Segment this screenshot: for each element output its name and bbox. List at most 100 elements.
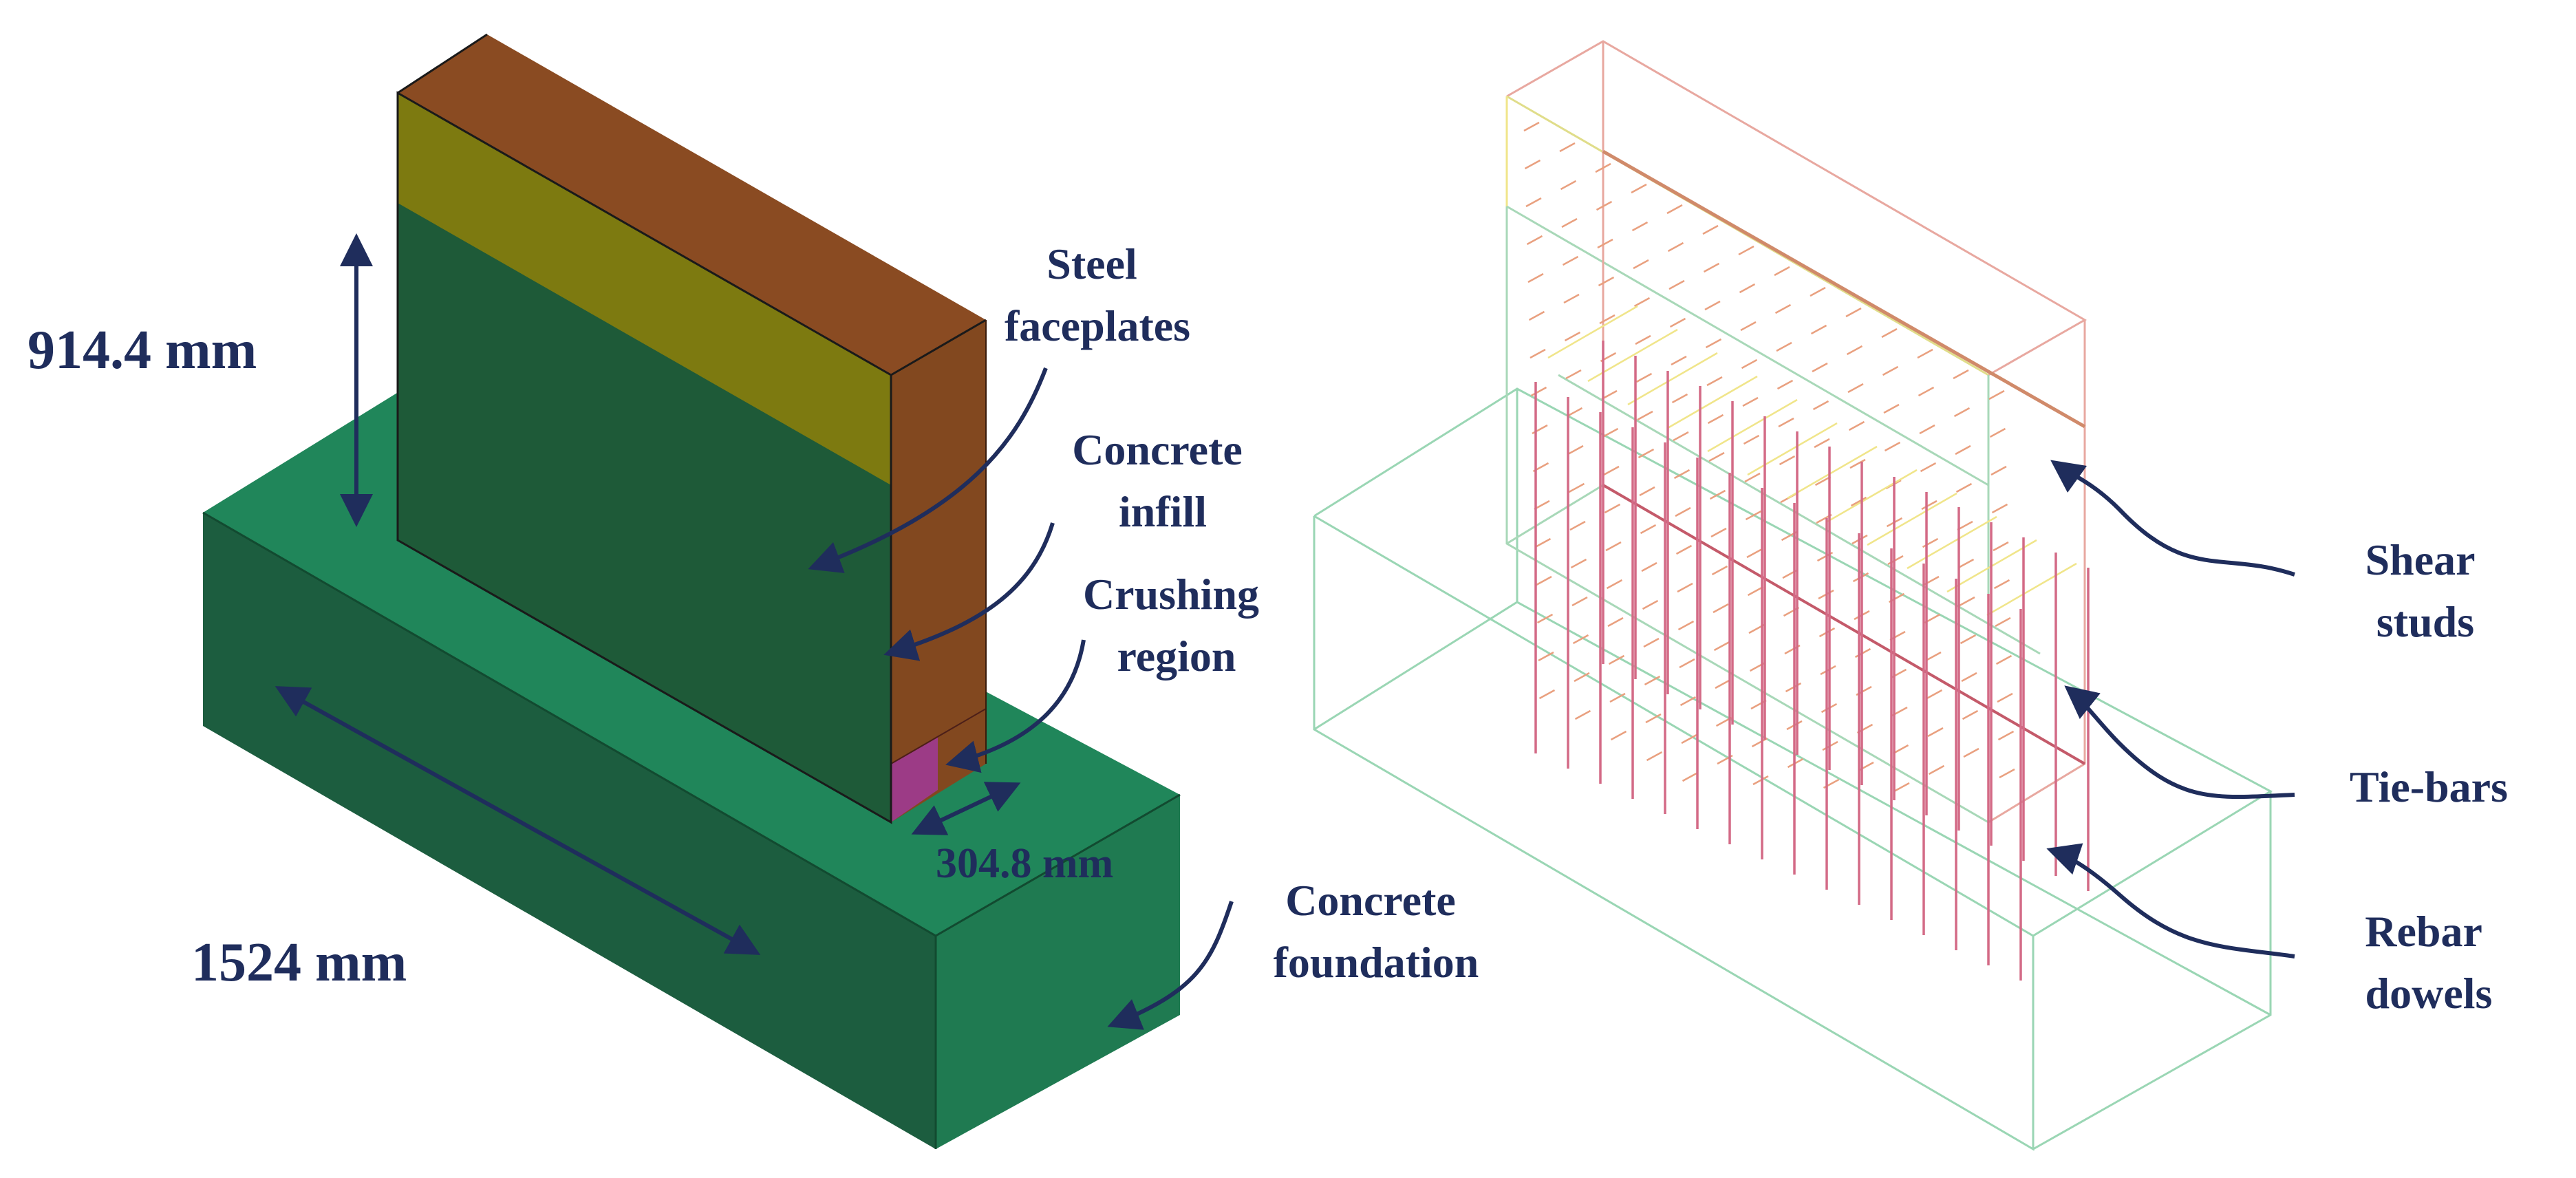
shear-stud xyxy=(1646,751,1663,762)
shear-stud xyxy=(1999,768,2015,779)
shear-stud xyxy=(1635,334,1651,345)
shear-stud xyxy=(1918,386,1935,397)
shear-stud xyxy=(1599,314,1616,325)
shear-stud xyxy=(1565,369,1582,380)
shear-stud xyxy=(1643,637,1660,648)
shear-stud xyxy=(1668,279,1685,290)
shear-stud xyxy=(1814,475,1832,486)
shear-stud xyxy=(1706,376,1723,387)
tie-bar xyxy=(1587,328,1678,383)
shear-stud xyxy=(1538,651,1554,662)
shear-stud xyxy=(1538,689,1556,700)
shear-stud xyxy=(1993,541,2009,552)
shear-stud xyxy=(1523,121,1540,132)
shear-stud xyxy=(1561,217,1578,228)
shear-stud xyxy=(1845,307,1862,318)
shear-stud xyxy=(1997,692,2013,703)
shear-stud xyxy=(1963,747,1979,758)
shear-stud xyxy=(1605,541,1622,552)
shear-stud xyxy=(1925,651,1942,662)
shear-stud xyxy=(1739,283,1756,294)
shear-stud xyxy=(1745,510,1762,521)
shear-stud xyxy=(1893,782,1910,793)
shear-stud xyxy=(1710,527,1727,538)
shear-stud xyxy=(1927,727,1944,738)
shear-stud xyxy=(1610,730,1627,741)
shear-stud xyxy=(1814,438,1830,449)
shear-stud xyxy=(1919,424,1935,435)
shear-stud xyxy=(1820,665,1836,676)
shear-stud xyxy=(1669,317,1686,328)
concrete-foundation-leader xyxy=(1107,901,1234,1030)
shear-stud xyxy=(1955,445,1971,456)
tie-bars-leader xyxy=(2064,685,2295,800)
shear-stud xyxy=(1642,599,1659,610)
shear-stud xyxy=(1677,620,1695,631)
thickness-dimension-arrow xyxy=(911,782,1021,835)
tie-bar xyxy=(1787,445,1878,500)
shear-stud xyxy=(1560,180,1577,191)
concrete-infill-leader xyxy=(883,522,1055,661)
shear-stud xyxy=(1922,537,1939,548)
tie-bar xyxy=(1907,515,1997,570)
shear-stud xyxy=(1921,500,1938,511)
shear-stud xyxy=(1926,689,1943,700)
tie-bars xyxy=(1547,305,2077,617)
shear-stud xyxy=(1677,582,1693,593)
shear-stud xyxy=(1812,400,1829,411)
shear-stud xyxy=(1671,393,1688,404)
shear-stud xyxy=(1603,465,1620,476)
shear-stud xyxy=(1742,396,1759,407)
shear-stud xyxy=(1675,544,1693,555)
shear-stud xyxy=(1631,183,1647,194)
shear-stud xyxy=(1957,558,1975,569)
shear-stud xyxy=(1640,524,1657,535)
steel-faceplate-front xyxy=(398,93,891,822)
shear-stud xyxy=(1596,200,1613,211)
rebar-dowels-leader xyxy=(2046,843,2295,959)
shear-stud xyxy=(1744,472,1761,483)
shear-stud xyxy=(1997,730,2015,741)
shear-stud xyxy=(1715,678,1731,689)
shear-stud xyxy=(1703,262,1720,273)
shear-stud xyxy=(1774,266,1790,277)
shear-stud xyxy=(1606,579,1623,590)
shear-stud xyxy=(1534,537,1552,548)
shear-stud xyxy=(1645,713,1662,724)
shear-stud xyxy=(1960,634,1977,645)
shear-stud xyxy=(1747,586,1764,597)
steel-faceplates-leader xyxy=(808,367,1048,573)
left-callout-leaders xyxy=(808,367,1234,1030)
shear-stud xyxy=(1526,235,1543,246)
tie-bar xyxy=(1986,562,2077,617)
shear-stud xyxy=(1597,238,1613,249)
shear-stud xyxy=(1740,321,1757,332)
shear-stud xyxy=(1955,482,1973,493)
shear-stud xyxy=(1961,672,1977,683)
shear-stud xyxy=(1707,414,1724,425)
shear-stud xyxy=(1778,417,1794,428)
shear-stud xyxy=(1574,709,1591,720)
wireframe-model xyxy=(1313,40,2273,1151)
shear-stud xyxy=(1633,259,1649,270)
shear-stud xyxy=(1738,245,1754,256)
shear-stud xyxy=(1713,603,1729,614)
shear-stud xyxy=(1536,613,1554,624)
shear-stud xyxy=(1566,407,1583,418)
shear-stud xyxy=(1574,672,1590,683)
shear-stud xyxy=(1673,431,1689,442)
shear-stud xyxy=(1847,383,1864,394)
shear-stud xyxy=(1564,331,1581,342)
shear-stud xyxy=(1883,403,1900,414)
shear-stud xyxy=(1752,775,1769,786)
steel-faceplate-olive-band xyxy=(398,93,891,485)
shear-stud xyxy=(1704,300,1721,311)
shear-stud xyxy=(1959,596,1975,607)
shear-stud xyxy=(1639,486,1655,497)
shear-stud xyxy=(1993,579,2010,590)
shear-stud xyxy=(1567,445,1584,456)
shear-stud xyxy=(1846,345,1863,356)
tie-bars-label: Tie-bars xyxy=(2350,762,2508,811)
concrete-foundation-label: Concrete foundation xyxy=(1274,876,1479,987)
tie-bar xyxy=(1867,492,1957,546)
